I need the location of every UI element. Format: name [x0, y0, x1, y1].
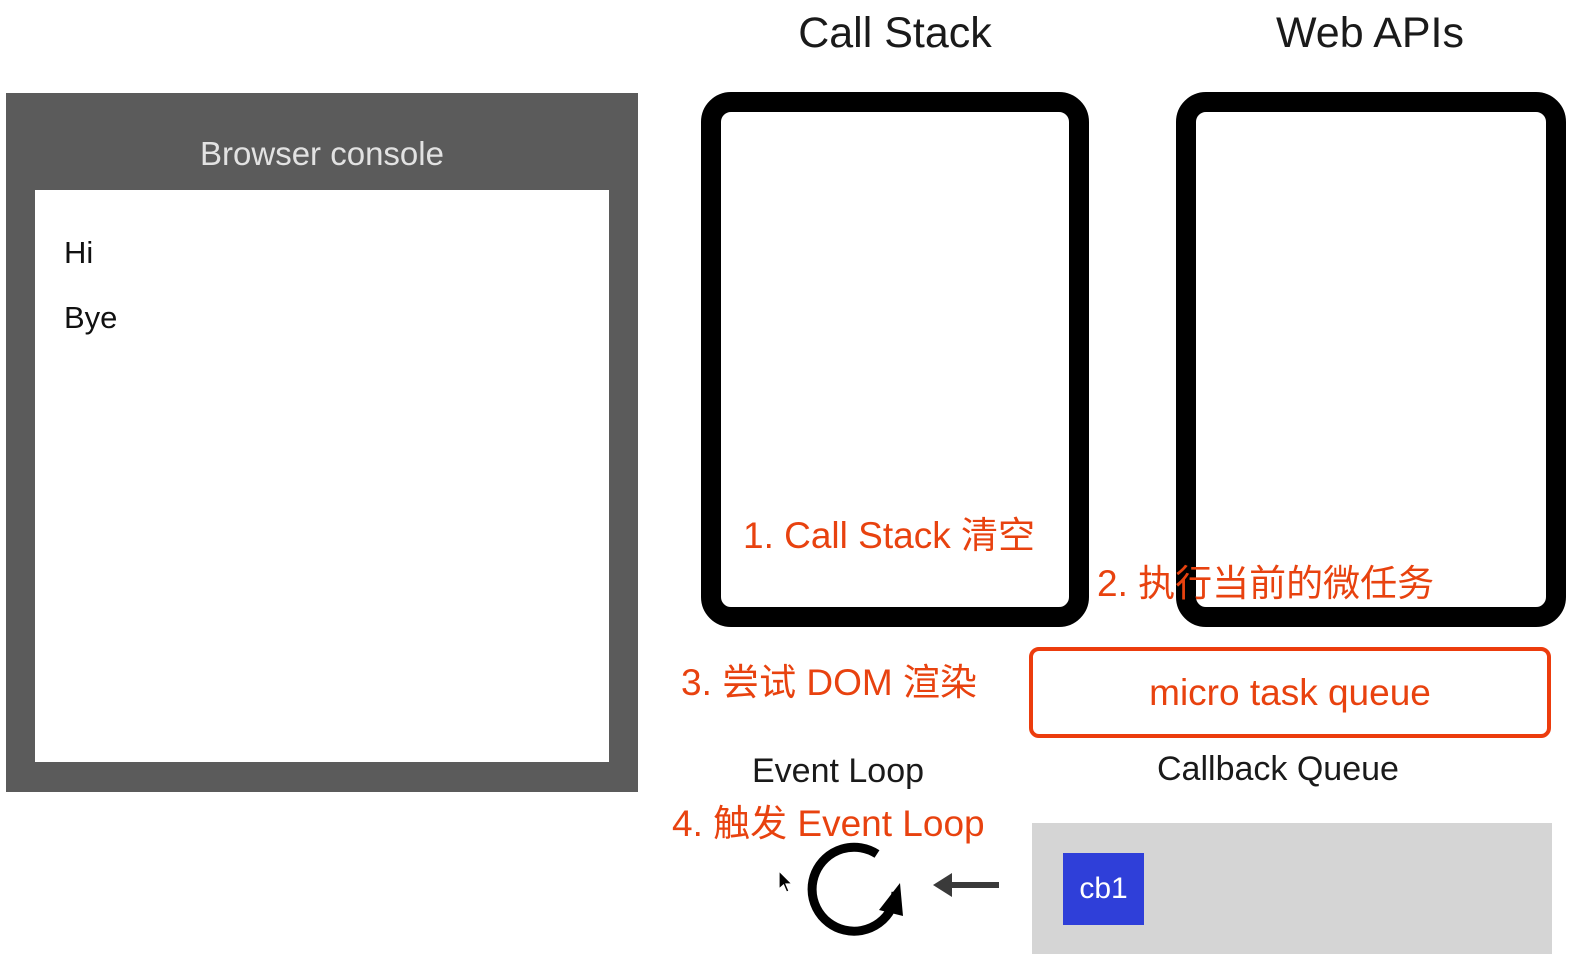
event-loop-cycle-icon	[807, 842, 903, 936]
web-apis-box	[1176, 92, 1566, 627]
web-apis-header: Web APIs	[1275, 9, 1465, 57]
step-1-annotation: 1. Call Stack 清空	[743, 515, 1035, 556]
event-loop-cycle-arc	[807, 842, 901, 936]
call-stack-header: Call Stack	[798, 9, 992, 57]
console-line-hi: Hi	[64, 235, 94, 270]
micro-task-queue-label: micro task queue	[1149, 671, 1431, 713]
step-2-annotation: 2. 执行当前的微任务	[1097, 563, 1435, 604]
event-loop-label: Event Loop	[752, 752, 925, 790]
event-loop-cycle-arrowhead	[879, 883, 903, 916]
left-arrow-icon	[933, 873, 999, 897]
callback-queue-label: Callback Queue	[1157, 750, 1399, 788]
call-stack-box	[701, 92, 1089, 627]
console-line-bye: Bye	[64, 300, 118, 335]
callback-item-label: cb1	[1079, 872, 1128, 905]
browser-console-title: Browser console	[200, 135, 444, 172]
mouse-cursor-icon	[778, 870, 794, 893]
micro-task-queue: micro task queue	[1029, 647, 1551, 738]
browser-console-output	[35, 190, 609, 762]
callback-item-cb1: cb1	[1063, 853, 1144, 925]
step-4-annotation: 4. 触发 Event Loop	[672, 803, 985, 844]
step-3-annotation: 3. 尝试 DOM 渲染	[681, 662, 978, 703]
